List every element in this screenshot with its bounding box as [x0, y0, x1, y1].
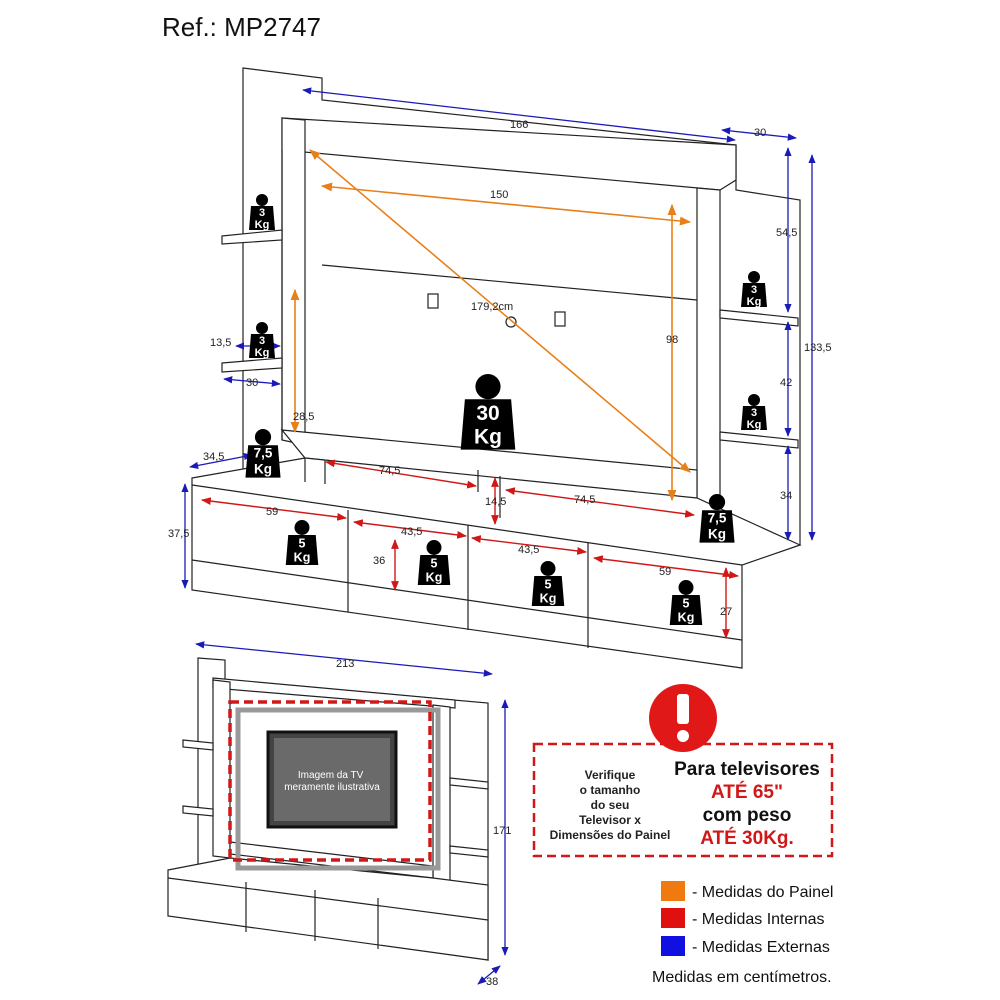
dim-34: 34: [780, 490, 792, 502]
weight-5kg-2: 5 Kg: [417, 540, 451, 585]
weight-3kg-left-mid: 3 Kg: [249, 322, 275, 359]
tv-area-shadow: [235, 707, 441, 871]
notice-left-0: Verifique: [585, 768, 636, 782]
svg-text:7,5: 7,5: [254, 445, 273, 460]
dim-74-5-left: 74,5: [379, 465, 400, 477]
dim-13-5: 13,5: [210, 337, 231, 349]
svg-text:5: 5: [683, 597, 690, 611]
weight-3kg-left-top: 3 Kg: [249, 194, 275, 231]
legend-swatch-red: [661, 908, 685, 928]
notice-left-2: do seu: [591, 798, 630, 812]
notice-left-3: Televisor x: [579, 813, 641, 827]
weight-7-5kg-left: 7,5 Kg: [245, 429, 281, 478]
dim-133-5: 133,5: [804, 342, 832, 354]
dim-98: 98: [666, 334, 678, 346]
svg-text:5: 5: [431, 557, 438, 571]
notice-right-text: Para televisores ATÉ 65" com peso ATÉ 30…: [674, 759, 820, 849]
svg-text:7,5: 7,5: [708, 510, 727, 525]
dim-38: 38: [486, 976, 498, 988]
dim-diagonal: 179,2cm: [471, 301, 513, 313]
legend: - Medidas do Painel - Medidas Internas -…: [652, 881, 833, 986]
svg-text:3: 3: [259, 335, 265, 347]
weight-3kg-right-mid: 3 Kg: [741, 394, 767, 431]
dim-36: 36: [373, 555, 385, 567]
dim-213: 213: [336, 658, 354, 670]
notice-left-text: Verifique o tamanho do seu Televisor x D…: [550, 768, 671, 842]
dim-28-5: 28,5: [293, 411, 314, 423]
svg-text:Kg: Kg: [426, 570, 443, 584]
legend-label-1: - Medidas Internas: [692, 911, 825, 928]
dim-14-5: 14,5: [485, 496, 506, 508]
svg-text:Kg: Kg: [678, 610, 695, 624]
reference-title: Ref.: MP2747: [162, 12, 321, 42]
svg-text:3: 3: [259, 207, 265, 219]
dim-150: 150: [490, 189, 508, 201]
legend-swatch-blue: [661, 936, 685, 956]
notice-right-1: ATÉ 65": [711, 781, 783, 803]
svg-text:Kg: Kg: [254, 462, 272, 477]
dim-42: 42: [780, 377, 792, 389]
weight-30kg: 30 Kg: [460, 374, 516, 450]
dim-30-top: 30: [754, 127, 766, 139]
weight-5kg-3: 5 Kg: [531, 561, 565, 606]
svg-text:Kg: Kg: [294, 550, 311, 564]
svg-text:5: 5: [545, 578, 552, 592]
internal-dimensions: [201, 459, 739, 639]
svg-text:Kg: Kg: [255, 347, 270, 359]
legend-label-2: - Medidas Externas: [692, 939, 830, 956]
weight-5kg-1: 5 Kg: [285, 520, 319, 565]
dim-27: 27: [720, 606, 732, 618]
dim-59-right: 59: [659, 566, 671, 578]
dim-54-5: 54,5: [776, 227, 797, 239]
dimension-labels: 166 30 150 179,2cm 98 54,5 133,5 42 34 1…: [168, 119, 832, 988]
svg-text:5: 5: [299, 537, 306, 551]
tv-caption-line: Imagem da TV meramente ilustrativa: [284, 770, 380, 793]
svg-text:Kg: Kg: [747, 419, 762, 431]
notice-right-3: ATÉ 30Kg.: [700, 827, 794, 849]
notice-box: [532, 742, 834, 858]
svg-text:3: 3: [751, 407, 757, 419]
weight-5kg-4: 5 Kg: [669, 580, 703, 625]
svg-text:Kg: Kg: [708, 527, 726, 542]
dim-166: 166: [510, 119, 528, 131]
dim-59-left: 59: [266, 506, 278, 518]
weight-7-5kg-right: 7,5 Kg: [699, 494, 735, 543]
svg-text:30: 30: [476, 402, 499, 425]
external-dimensions: [181, 87, 816, 985]
dim-43-5-right: 43,5: [518, 544, 539, 556]
svg-text:Kg: Kg: [747, 296, 762, 308]
notice-left-4: Dimensões do Painel: [550, 828, 671, 842]
panel-outline: [191, 67, 802, 669]
notice-right-2: com peso: [703, 805, 792, 826]
legend-label-0: - Medidas do Painel: [692, 884, 833, 901]
tv-screen: [274, 738, 390, 821]
legend-swatch-orange: [661, 881, 685, 901]
warning-icon: [649, 684, 717, 752]
units-note: Medidas em centímetros.: [652, 969, 832, 986]
notice-left-1: o tamanho: [580, 783, 641, 797]
svg-text:3: 3: [751, 284, 757, 296]
dim-37-5: 37,5: [168, 528, 189, 540]
svg-text:Kg: Kg: [540, 591, 557, 605]
notice-right-0: Para televisores: [674, 759, 820, 780]
dim-74-5-right: 74,5: [574, 494, 595, 506]
tv-area-dashed: [228, 700, 432, 862]
svg-text:Kg: Kg: [474, 425, 502, 448]
svg-text:Kg: Kg: [255, 219, 270, 231]
dim-171: 171: [493, 825, 511, 837]
dim-34-5: 34,5: [203, 451, 224, 463]
dim-30-shelf: 30: [246, 377, 258, 389]
panel-dimensions: [290, 149, 692, 502]
weight-3kg-right-top: 3 Kg: [741, 271, 767, 308]
dim-43-5-left: 43,5: [401, 526, 422, 538]
